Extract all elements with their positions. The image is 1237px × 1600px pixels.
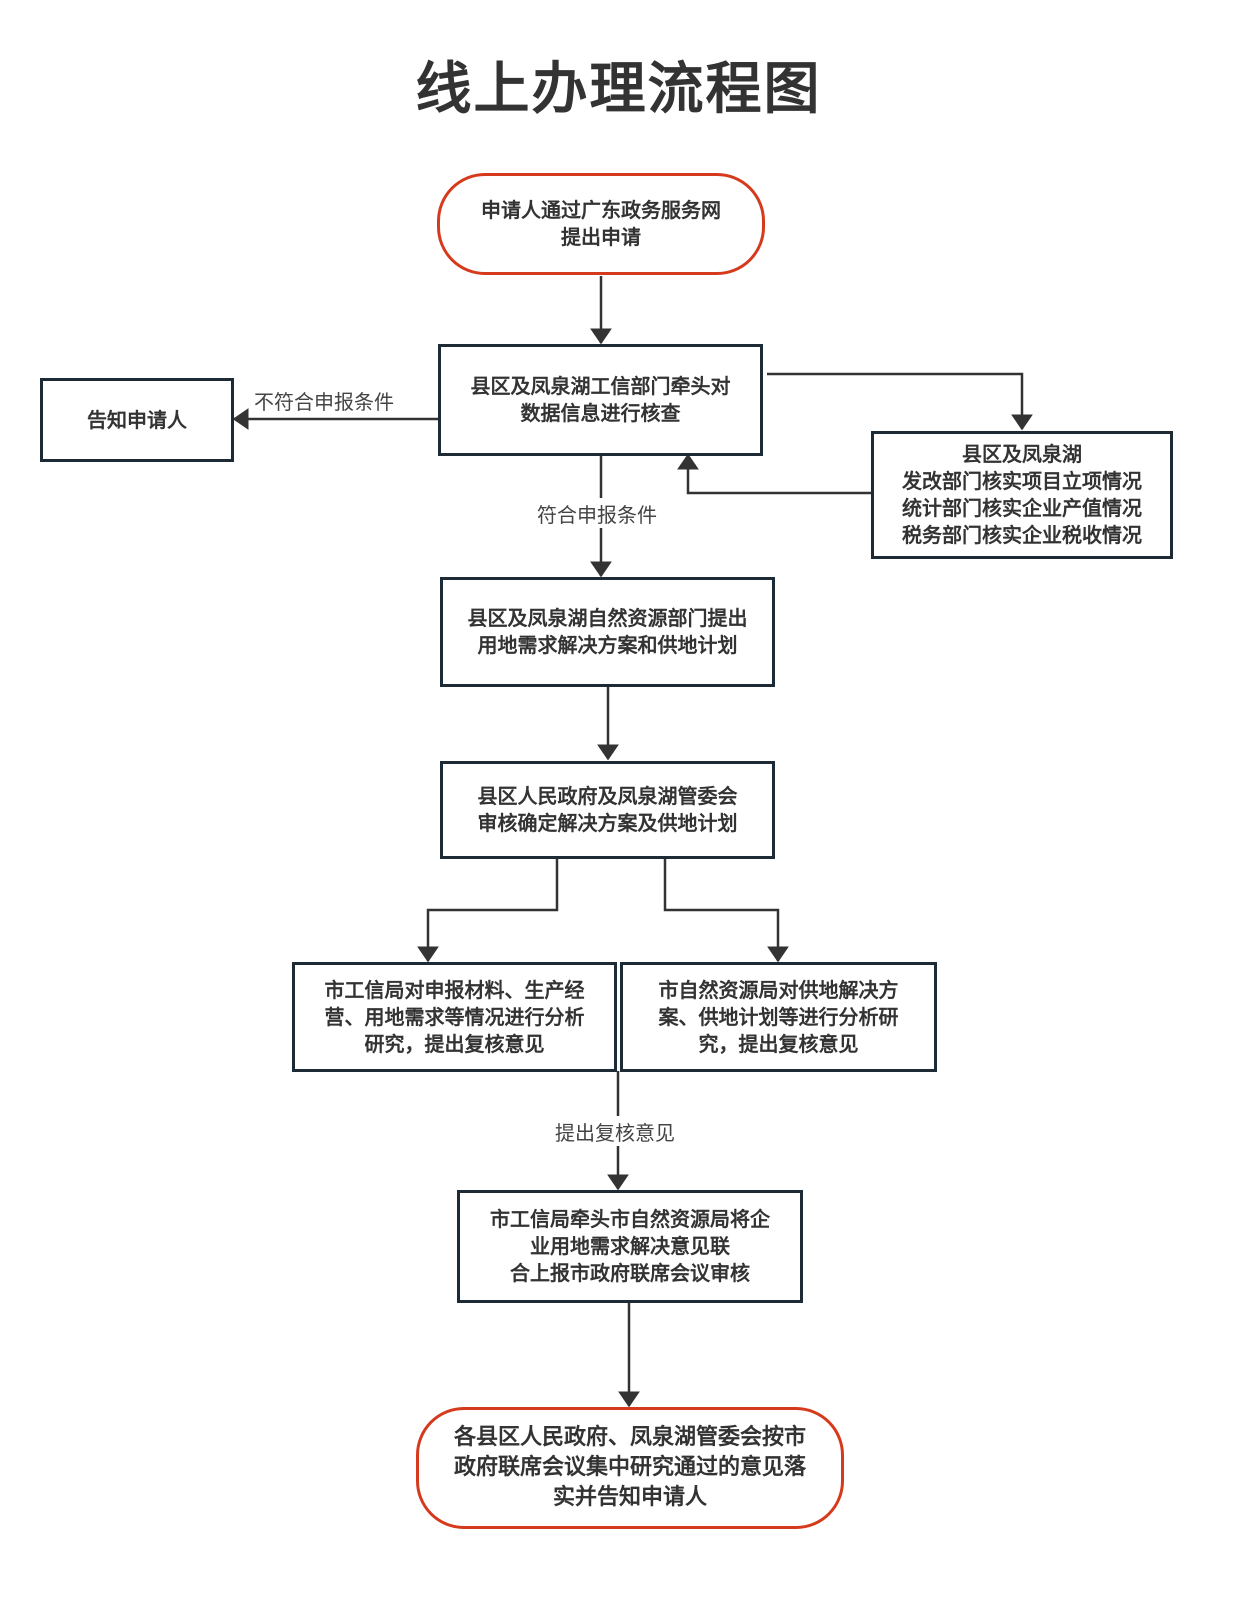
node-land-plan: 县区及凤泉湖自然资源部门提出 用地需求解决方案和供地计划 xyxy=(440,577,775,687)
node-notify-applicant: 告知申请人 xyxy=(40,378,234,462)
page-title: 线上办理流程图 xyxy=(415,57,822,122)
edge-label-eligible: 符合申报条件 xyxy=(535,499,659,528)
node-verify: 县区及凤泉湖工信部门牵头对 数据信息进行核查 xyxy=(438,344,763,456)
arrow-review-to-city-resources xyxy=(663,858,789,963)
node-start: 申请人通过广东政务服务网 提出申请 xyxy=(437,173,765,275)
arrow-check-to-verify xyxy=(677,453,872,495)
arrow-verify-to-check xyxy=(767,372,1033,431)
node-check-departments: 县区及凤泉湖 发改部门核实项目立项情况 统计部门核实企业产值情况 税务部门核实企… xyxy=(871,431,1173,559)
node-city-resources-bureau: 市自然资源局对供地解决方 案、供地计划等进行分析研 究，提出复核意见 xyxy=(620,962,937,1072)
node-government-review: 县区人民政府及凤泉湖管委会 审核确定解决方案及供地计划 xyxy=(440,761,775,859)
node-end: 各县区人民政府、凤泉湖管委会按市 政府联席会议集中研究通过的意见落 实并告知申请… xyxy=(416,1407,844,1529)
node-city-industry-bureau: 市工信局对申报材料、生产经 营、用地需求等情况进行分析 研究，提出复核意见 xyxy=(292,962,617,1072)
node-joint-report: 市工信局牵头市自然资源局将企 业用地需求解决意见联 合上报市政府联席会议审核 xyxy=(457,1190,803,1303)
edge-label-review-opinion: 提出复核意见 xyxy=(553,1117,677,1146)
edge-label-not-eligible: 不符合申报条件 xyxy=(252,386,396,415)
arrow-review-to-city-industry xyxy=(417,858,559,963)
